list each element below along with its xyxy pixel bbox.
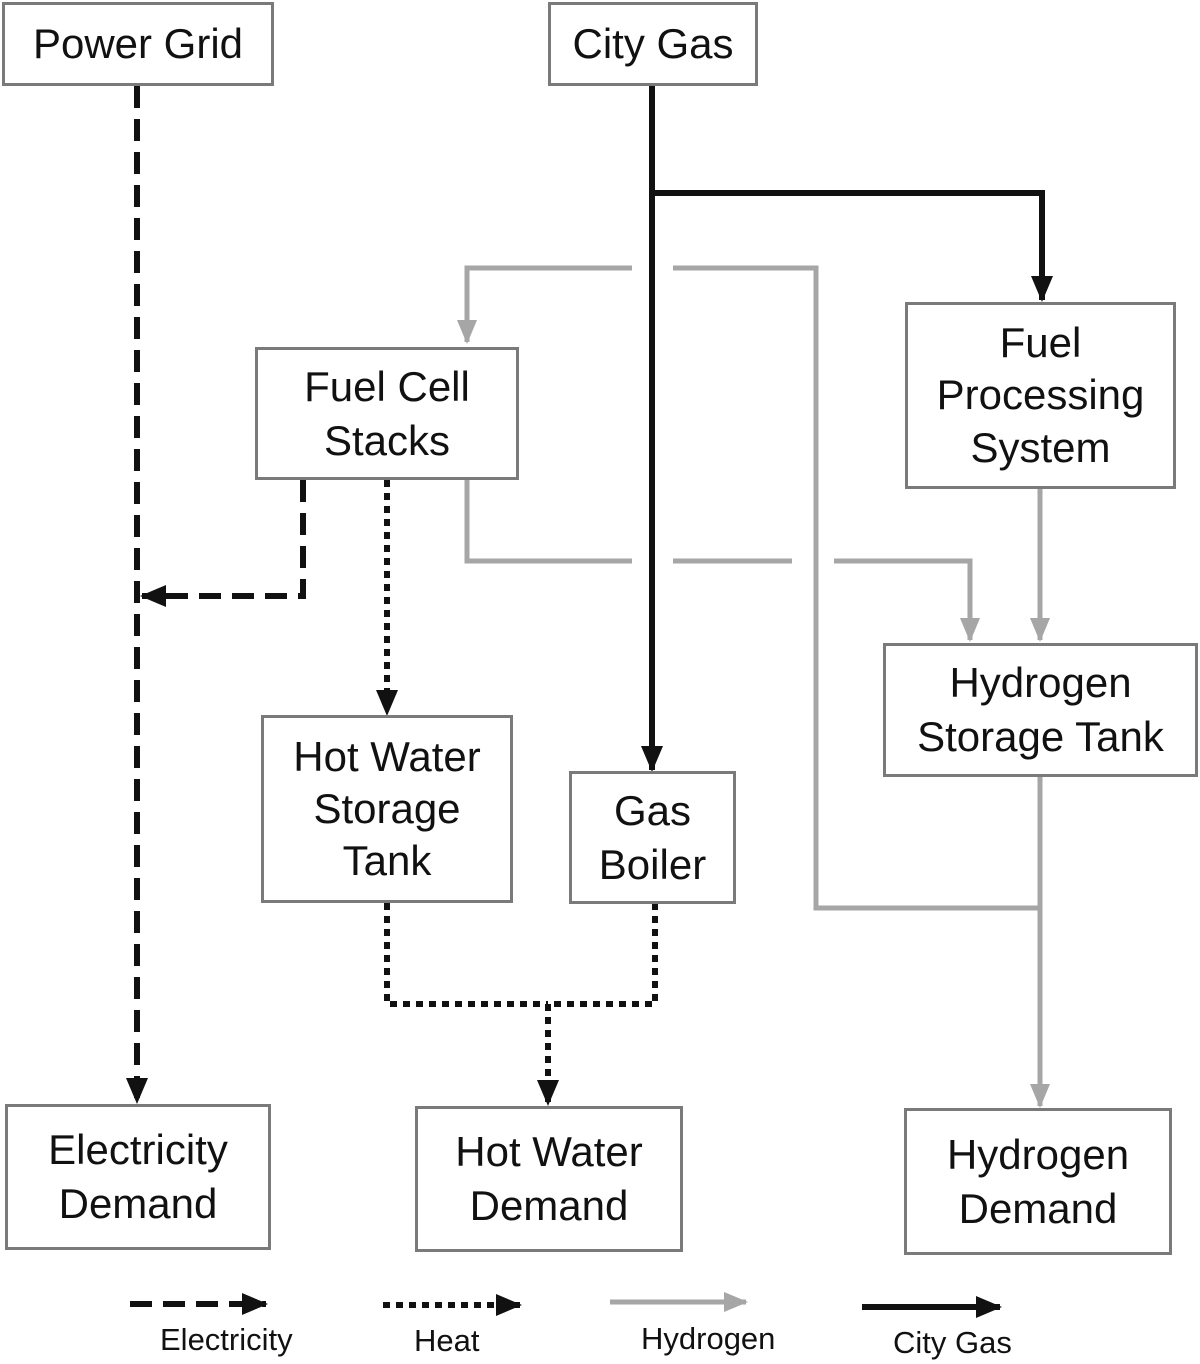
hydrogen-lines — [457, 265, 1050, 1108]
legend-label-electricity: Electricity — [160, 1322, 293, 1357]
hydrogen-line-to-fuel-cell — [457, 265, 632, 344]
node-fuel-processing-system: Fuel Processing System — [905, 302, 1176, 489]
electricity-line-fuel-cell — [140, 480, 306, 607]
node-city-gas: City Gas — [548, 2, 758, 86]
node-hydrogen-demand: Hydrogen Demand — [904, 1108, 1172, 1255]
heat-lines — [376, 480, 658, 1106]
node-hot-water-demand: Hot Water Demand — [415, 1106, 683, 1252]
hydrogen-line-fuel-cell-out — [464, 480, 632, 564]
node-fuel-cell-stacks: Fuel Cell Stacks — [255, 347, 519, 480]
city-gas-line-to-processing — [652, 190, 1053, 302]
heat-line-boiler-out — [548, 903, 658, 1007]
electricity-lines — [126, 86, 306, 1104]
node-electricity-demand: Electricity Demand — [5, 1104, 271, 1250]
node-hot-water-storage-tank: Hot Water Storage Tank — [261, 715, 513, 903]
node-hydrogen-storage-tank: Hydrogen Storage Tank — [883, 643, 1198, 777]
hydrogen-line-to-storage — [834, 558, 980, 642]
hydrogen-line-bypass — [673, 265, 1040, 911]
node-power-grid: Power Grid — [2, 2, 274, 86]
city-gas-lines — [641, 86, 1053, 772]
legend-label-city-gas: City Gas — [893, 1325, 1012, 1360]
heat-line-storage-out — [384, 903, 548, 1007]
node-gas-boiler: Gas Boiler — [569, 771, 736, 904]
legend-label-heat: Heat — [414, 1323, 480, 1358]
legend-label-hydrogen: Hydrogen — [641, 1321, 776, 1356]
legend-lines — [130, 1292, 1002, 1318]
